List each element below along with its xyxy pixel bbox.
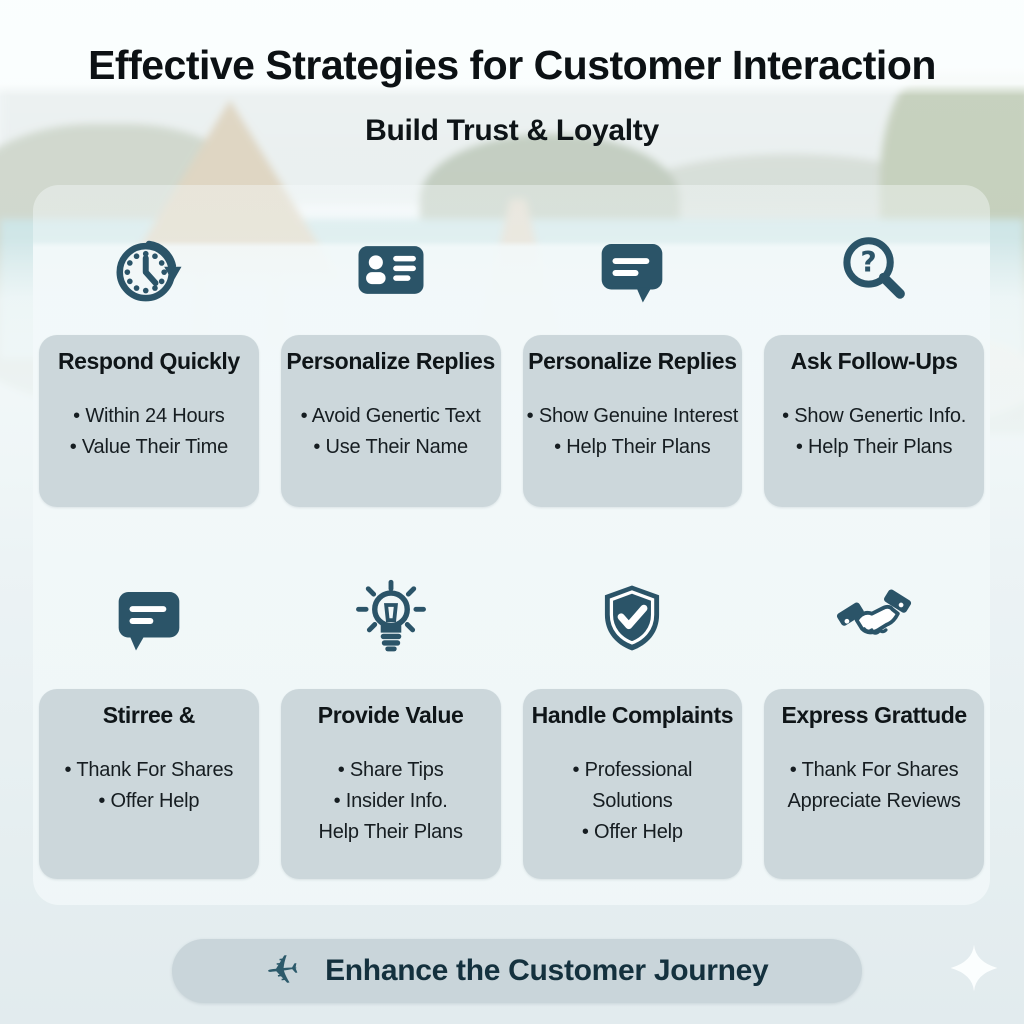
card-title: Express Grattude bbox=[781, 702, 967, 728]
card-line: • Use Their Name bbox=[313, 436, 468, 458]
card-line: Solutions bbox=[592, 790, 673, 812]
search-question-icon: ? bbox=[764, 231, 984, 309]
card-line: • Thank For Shares bbox=[789, 759, 959, 781]
card-line: • Offer Help bbox=[98, 790, 200, 812]
card-line: Appreciate Reviews bbox=[787, 790, 961, 812]
card-line: • Avoid Genertic Text bbox=[300, 405, 481, 427]
chat-bubble-icon bbox=[39, 579, 259, 657]
icon-row-2 bbox=[33, 579, 990, 657]
footer-banner: ✈ Enhance the Customer Journey bbox=[172, 939, 862, 1003]
handshake-icon bbox=[764, 579, 984, 657]
card-row-2: Stirree & • Thank For Shares • Offer Hel… bbox=[33, 689, 990, 879]
card-line: • Show Genertic Info. bbox=[782, 405, 967, 427]
card-line: • Thank For Shares bbox=[64, 759, 234, 781]
card-share-engage: Stirree & • Thank For Shares • Offer Hel… bbox=[39, 689, 259, 879]
card-lines: • Show Genuine Interest • Help Their Pla… bbox=[523, 401, 743, 463]
card-respond-quickly: Respond Quickly • Within 24 Hours • Valu… bbox=[39, 335, 259, 507]
card-line: • Professional bbox=[572, 759, 693, 781]
card-line: • Offer Help bbox=[581, 821, 683, 843]
svg-text:?: ? bbox=[861, 246, 877, 279]
content-panel: ? Respond Quickly • Within 24 Hours • Va… bbox=[33, 185, 990, 905]
card-lines: • Within 24 Hours • Value Their Time bbox=[39, 401, 259, 463]
card-title: Provide Value bbox=[317, 702, 464, 728]
card-title: Respond Quickly bbox=[57, 348, 240, 374]
card-line: Help Their Plans bbox=[318, 821, 463, 843]
card-title: Stirree & bbox=[102, 702, 196, 728]
card-line: • Show Genuine Interest bbox=[526, 405, 739, 427]
card-personalize-replies: Personalize Replies • Avoid Genertic Tex… bbox=[280, 335, 501, 507]
card-lines: • Show Genertic Info. • Help Their Plans bbox=[764, 401, 984, 463]
card-lines: • Thank For Shares Appreciate Reviews bbox=[764, 755, 984, 817]
card-express-gratitude: Express Grattude • Thank For Shares Appr… bbox=[764, 689, 984, 879]
card-line: • Help Their Plans bbox=[554, 436, 711, 458]
contact-card-icon bbox=[281, 231, 501, 309]
card-lines: • Professional Solutions • Offer Help bbox=[523, 755, 743, 848]
card-line: • Value Their Time bbox=[69, 436, 229, 458]
card-row-1: Respond Quickly • Within 24 Hours • Valu… bbox=[33, 335, 990, 507]
card-title: Ask Follow-Ups bbox=[790, 348, 958, 374]
card-ask-follow-ups: Ask Follow-Ups • Show Genertic Info. • H… bbox=[764, 335, 984, 507]
clock-history-icon bbox=[39, 231, 259, 309]
card-line: • Help Their Plans bbox=[795, 436, 953, 458]
chat-bubble-icon bbox=[523, 231, 743, 309]
card-title: Personalize Replies bbox=[286, 348, 495, 374]
sparkle-icon bbox=[946, 940, 1002, 996]
icon-row-1: ? bbox=[33, 231, 990, 309]
card-title: Personalize Replies bbox=[528, 348, 737, 374]
main-title: Effective Strategies for Customer Intera… bbox=[88, 42, 936, 88]
card-line: • Within 24 Hours bbox=[73, 405, 225, 427]
card-personalize-replies-2: Personalize Replies • Show Genuine Inter… bbox=[522, 335, 743, 507]
card-lines: • Avoid Genertic Text • Use Their Name bbox=[281, 401, 501, 463]
footer-label: Enhance the Customer Journey bbox=[325, 954, 769, 987]
card-lines: • Share Tips • Insider Info. Help Their … bbox=[281, 755, 501, 848]
lightbulb-icon bbox=[281, 579, 501, 657]
subtitle: Build Trust & Loyalty bbox=[365, 114, 659, 147]
airplane-icon: ✈ bbox=[263, 946, 302, 996]
card-line: • Insider Info. bbox=[333, 790, 448, 812]
card-line: • Share Tips bbox=[337, 759, 444, 781]
shield-check-icon bbox=[523, 579, 743, 657]
card-handle-complaints: Handle Complaints • Professional Solutio… bbox=[522, 689, 743, 879]
card-title: Handle Complaints bbox=[531, 702, 734, 728]
card-provide-value: Provide Value • Share Tips • Insider Inf… bbox=[280, 689, 501, 879]
card-lines: • Thank For Shares • Offer Help bbox=[39, 755, 259, 817]
